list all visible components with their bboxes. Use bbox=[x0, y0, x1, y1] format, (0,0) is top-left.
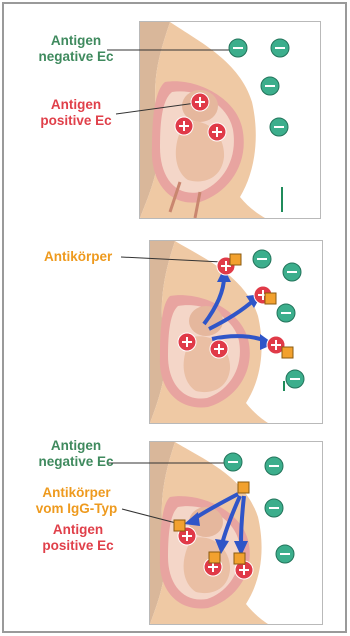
label-line: positive Ec bbox=[28, 538, 128, 554]
label-line: negative Ec bbox=[26, 454, 126, 470]
negative-cell bbox=[265, 457, 283, 475]
leader-antibody bbox=[122, 509, 176, 523]
label-igg-antibody: Antikörper vom IgG-Typ bbox=[24, 485, 129, 517]
label-line: Antikörper bbox=[24, 485, 129, 501]
label-antigen-positive: Antigen positive Ec bbox=[28, 522, 128, 554]
negative-cell bbox=[276, 545, 294, 563]
antibody bbox=[234, 553, 245, 564]
label-line: Antigen bbox=[28, 522, 128, 538]
antibody bbox=[174, 520, 185, 531]
negative-cell bbox=[265, 499, 283, 517]
antibody bbox=[209, 552, 220, 563]
label-line: vom IgG-Typ bbox=[24, 501, 129, 517]
label-antigen-negative: Antigen negative Ec bbox=[26, 438, 126, 470]
negative-cell bbox=[224, 453, 242, 471]
figure-frame: Antigen negative Ec Antigen positive Ec bbox=[2, 2, 347, 633]
label-line: Antigen bbox=[26, 438, 126, 454]
antibody bbox=[238, 482, 249, 493]
